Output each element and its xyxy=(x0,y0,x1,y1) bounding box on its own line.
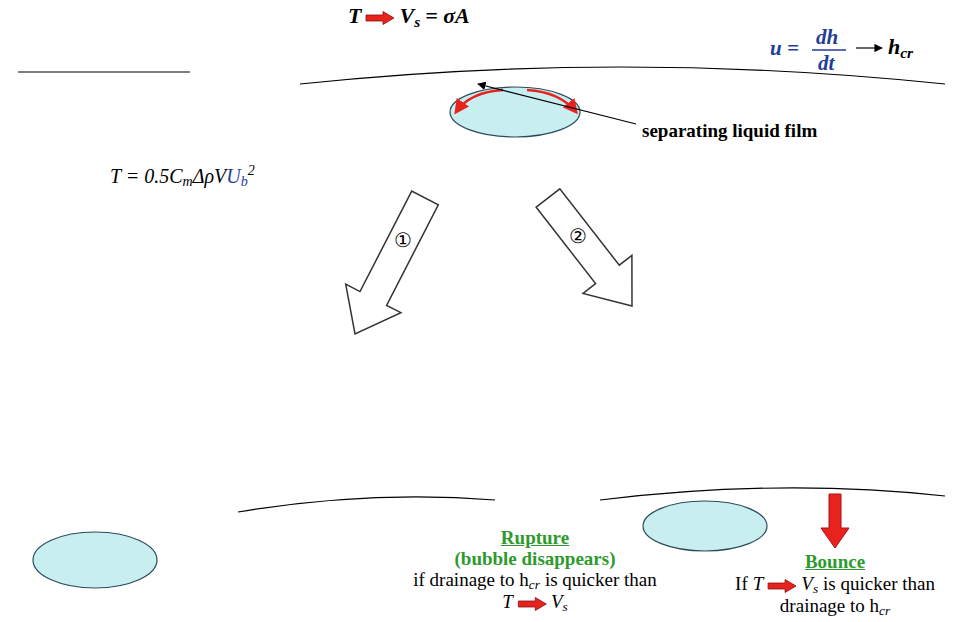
text-line: Rupture xyxy=(501,528,569,549)
reference-line xyxy=(18,71,190,72)
label-text: U xyxy=(226,165,240,187)
bubble xyxy=(643,501,767,551)
label-text: T xyxy=(502,591,513,612)
text-line: IfT Vs is quicker than xyxy=(735,574,935,597)
label-text: ΔρV xyxy=(193,165,227,187)
text-line: dt xyxy=(818,52,834,75)
label-text: 2 xyxy=(248,163,255,178)
callout-number: ① xyxy=(394,230,412,250)
text-line: T = 0.5CmΔρVUb2 xyxy=(110,163,255,190)
label-text: is quicker than xyxy=(823,573,935,594)
label-text: cr xyxy=(900,44,913,61)
label-text: T = 0.5C xyxy=(110,165,183,187)
label-text: Bounce xyxy=(805,551,865,572)
free-surface xyxy=(300,67,945,84)
label-text: m xyxy=(183,174,193,189)
text-line: T Vs = σA xyxy=(348,4,470,31)
block-arrow-outline xyxy=(528,188,646,316)
label-text: is quicker than xyxy=(545,569,657,590)
label-text: dh xyxy=(816,25,838,49)
label-text: s xyxy=(414,13,420,30)
leader-line xyxy=(478,84,636,124)
label-text: T xyxy=(753,573,764,594)
label-text: V xyxy=(399,3,414,28)
label-text: s xyxy=(563,599,568,614)
bubble xyxy=(33,532,157,588)
label-text: u = xyxy=(770,36,799,60)
implies-arrow xyxy=(365,11,395,25)
free-surface xyxy=(600,488,945,500)
callout-number: ② xyxy=(569,226,587,246)
text-line: drainage to hcr xyxy=(780,596,890,619)
text-line: (bubble disappears) xyxy=(454,549,615,570)
label-text: cr xyxy=(529,577,540,592)
label-text: (bubble disappears) xyxy=(454,548,615,569)
text-line: u = xyxy=(770,37,799,60)
drainage-arrow xyxy=(527,90,576,112)
label-text: V xyxy=(801,573,813,594)
fraction-bar xyxy=(812,49,846,51)
implies-arrow xyxy=(856,47,882,48)
text-line: dh xyxy=(816,26,838,49)
implies-arrow xyxy=(517,597,547,611)
text-line: Bounce xyxy=(805,552,865,573)
label-text: cr xyxy=(879,603,890,618)
text-line: separating liquid film xyxy=(642,121,817,142)
free-surface xyxy=(238,497,495,512)
label-text: s xyxy=(813,581,818,596)
label-text: separating liquid film xyxy=(642,120,817,141)
label-text: drainage to h xyxy=(780,595,879,616)
text-line: hcr xyxy=(888,35,913,62)
label-text: if drainage to h xyxy=(413,569,529,590)
label-text: Rupture xyxy=(501,527,569,548)
block-arrow: ① xyxy=(330,188,442,340)
text-line: T Vs xyxy=(502,592,567,615)
label-text: T xyxy=(348,3,361,28)
bubble xyxy=(450,87,580,137)
label-text: dt xyxy=(818,51,834,75)
label-text: = σA xyxy=(425,3,470,28)
bounce-arrow xyxy=(821,494,849,548)
block-arrow-outline xyxy=(330,188,442,340)
label-text: If xyxy=(735,573,748,594)
label-text: b xyxy=(241,174,248,189)
text-line: if drainage to hcr is quicker than xyxy=(413,570,656,593)
block-arrow: ② xyxy=(528,188,646,316)
implies-arrow xyxy=(767,579,797,593)
label-text: V xyxy=(551,591,563,612)
drainage-arrow xyxy=(456,90,503,112)
label-text: h xyxy=(888,34,900,59)
